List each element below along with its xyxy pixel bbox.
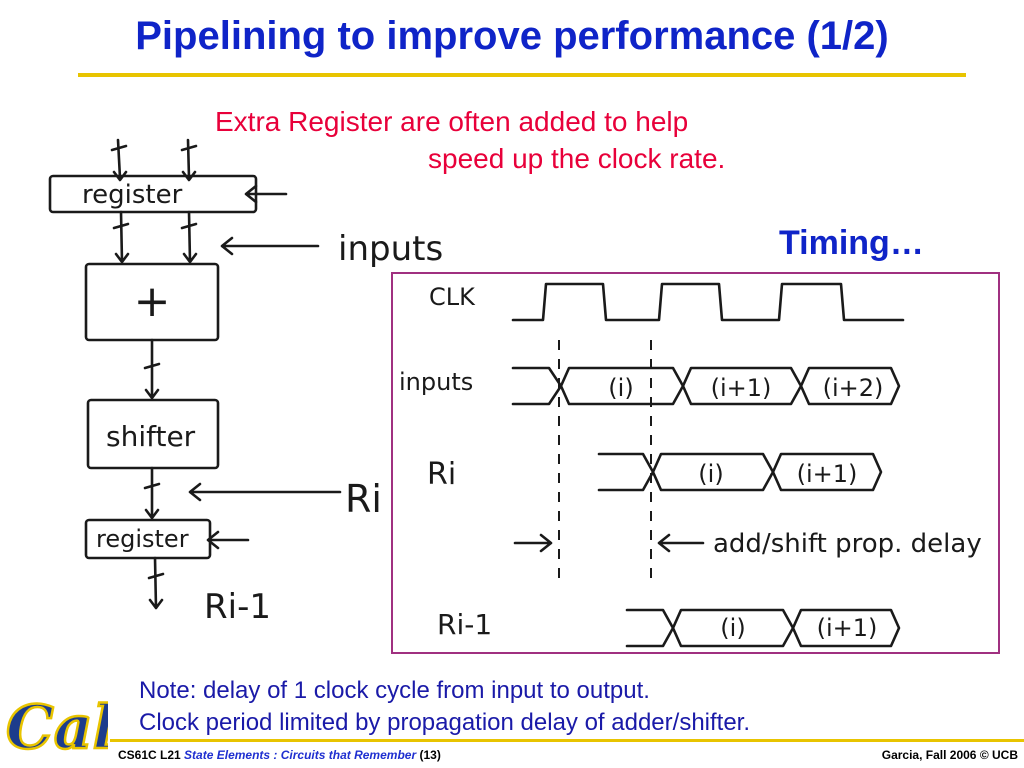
title-rule [78,73,966,77]
clock-arrow-top [244,184,288,204]
clk-waveform [511,282,905,322]
shifter-label: shifter [106,420,196,453]
cal-logo: Cal [5,692,108,764]
inputs-segment-1-label: (i) [608,374,633,402]
footer-rule [110,739,1024,742]
ri-segment-2-label: (i+1) [797,460,858,488]
clock-arrow-bottom [206,530,250,550]
inputs-segment-3 [799,366,901,406]
delay-arrow-right [657,533,705,553]
red-note-line-1: Extra Register are often added to help [215,106,689,137]
footer-left: CS61C L21 State Elements : Circuits that… [118,748,441,762]
top-register-label: register [82,180,183,210]
signal-label-inputs: inputs [399,368,473,396]
inputs-label: inputs [338,229,443,269]
top-input-arrows [110,138,198,182]
ri-1-segment-2-label: (i+1) [817,614,878,642]
output-label: Ri-1 [204,587,271,627]
signal-label-ri: Ri [427,457,456,492]
red-note-line-2: speed up the clock rate. [428,143,726,174]
ri-pointer-arrow [188,482,342,502]
bottom-note-line-1: Note: delay of 1 clock cycle from input … [139,677,650,704]
inputs-segment-2-label: (i+1) [711,374,772,402]
ri-1-segment-2 [791,608,901,648]
footer-course: CS61C L21 [118,748,181,762]
page-title: Pipelining to improve performance (1/2) [135,14,889,58]
bottom-register-label: register [96,525,189,553]
ri-segment-1-label: (i) [698,460,723,488]
ri-1-segment-1-label: (i) [720,614,745,642]
ri-label: Ri [345,477,382,521]
timing-diagram-border [391,272,1000,654]
timing-diagram: CLK inputs (i) (i+1) (i+2) Ri (i) (i+1) … [391,272,1000,654]
inputs-pointer-arrow [220,236,320,256]
timing-heading: Timing… [779,224,924,262]
ri-segment-2 [771,452,883,492]
signal-label-ri-1: Ri-1 [437,608,492,641]
delay-annotation: add/shift prop. delay [713,529,982,559]
adder-label: + [134,276,171,327]
signal-label-clk: CLK [429,283,476,311]
bottom-note-line-2: Clock period limited by propagation dela… [139,709,751,736]
delay-arrow-left [513,533,553,553]
footer-credit: Garcia, Fall 2006 © UCB [881,748,1018,762]
inputs-segment-3-label: (i+2) [823,374,884,402]
cal-logo-text: Cal [6,693,108,763]
footer-page-number: (13) [419,748,441,762]
footer-subtitle: State Elements : Circuits that Remember [184,748,417,762]
